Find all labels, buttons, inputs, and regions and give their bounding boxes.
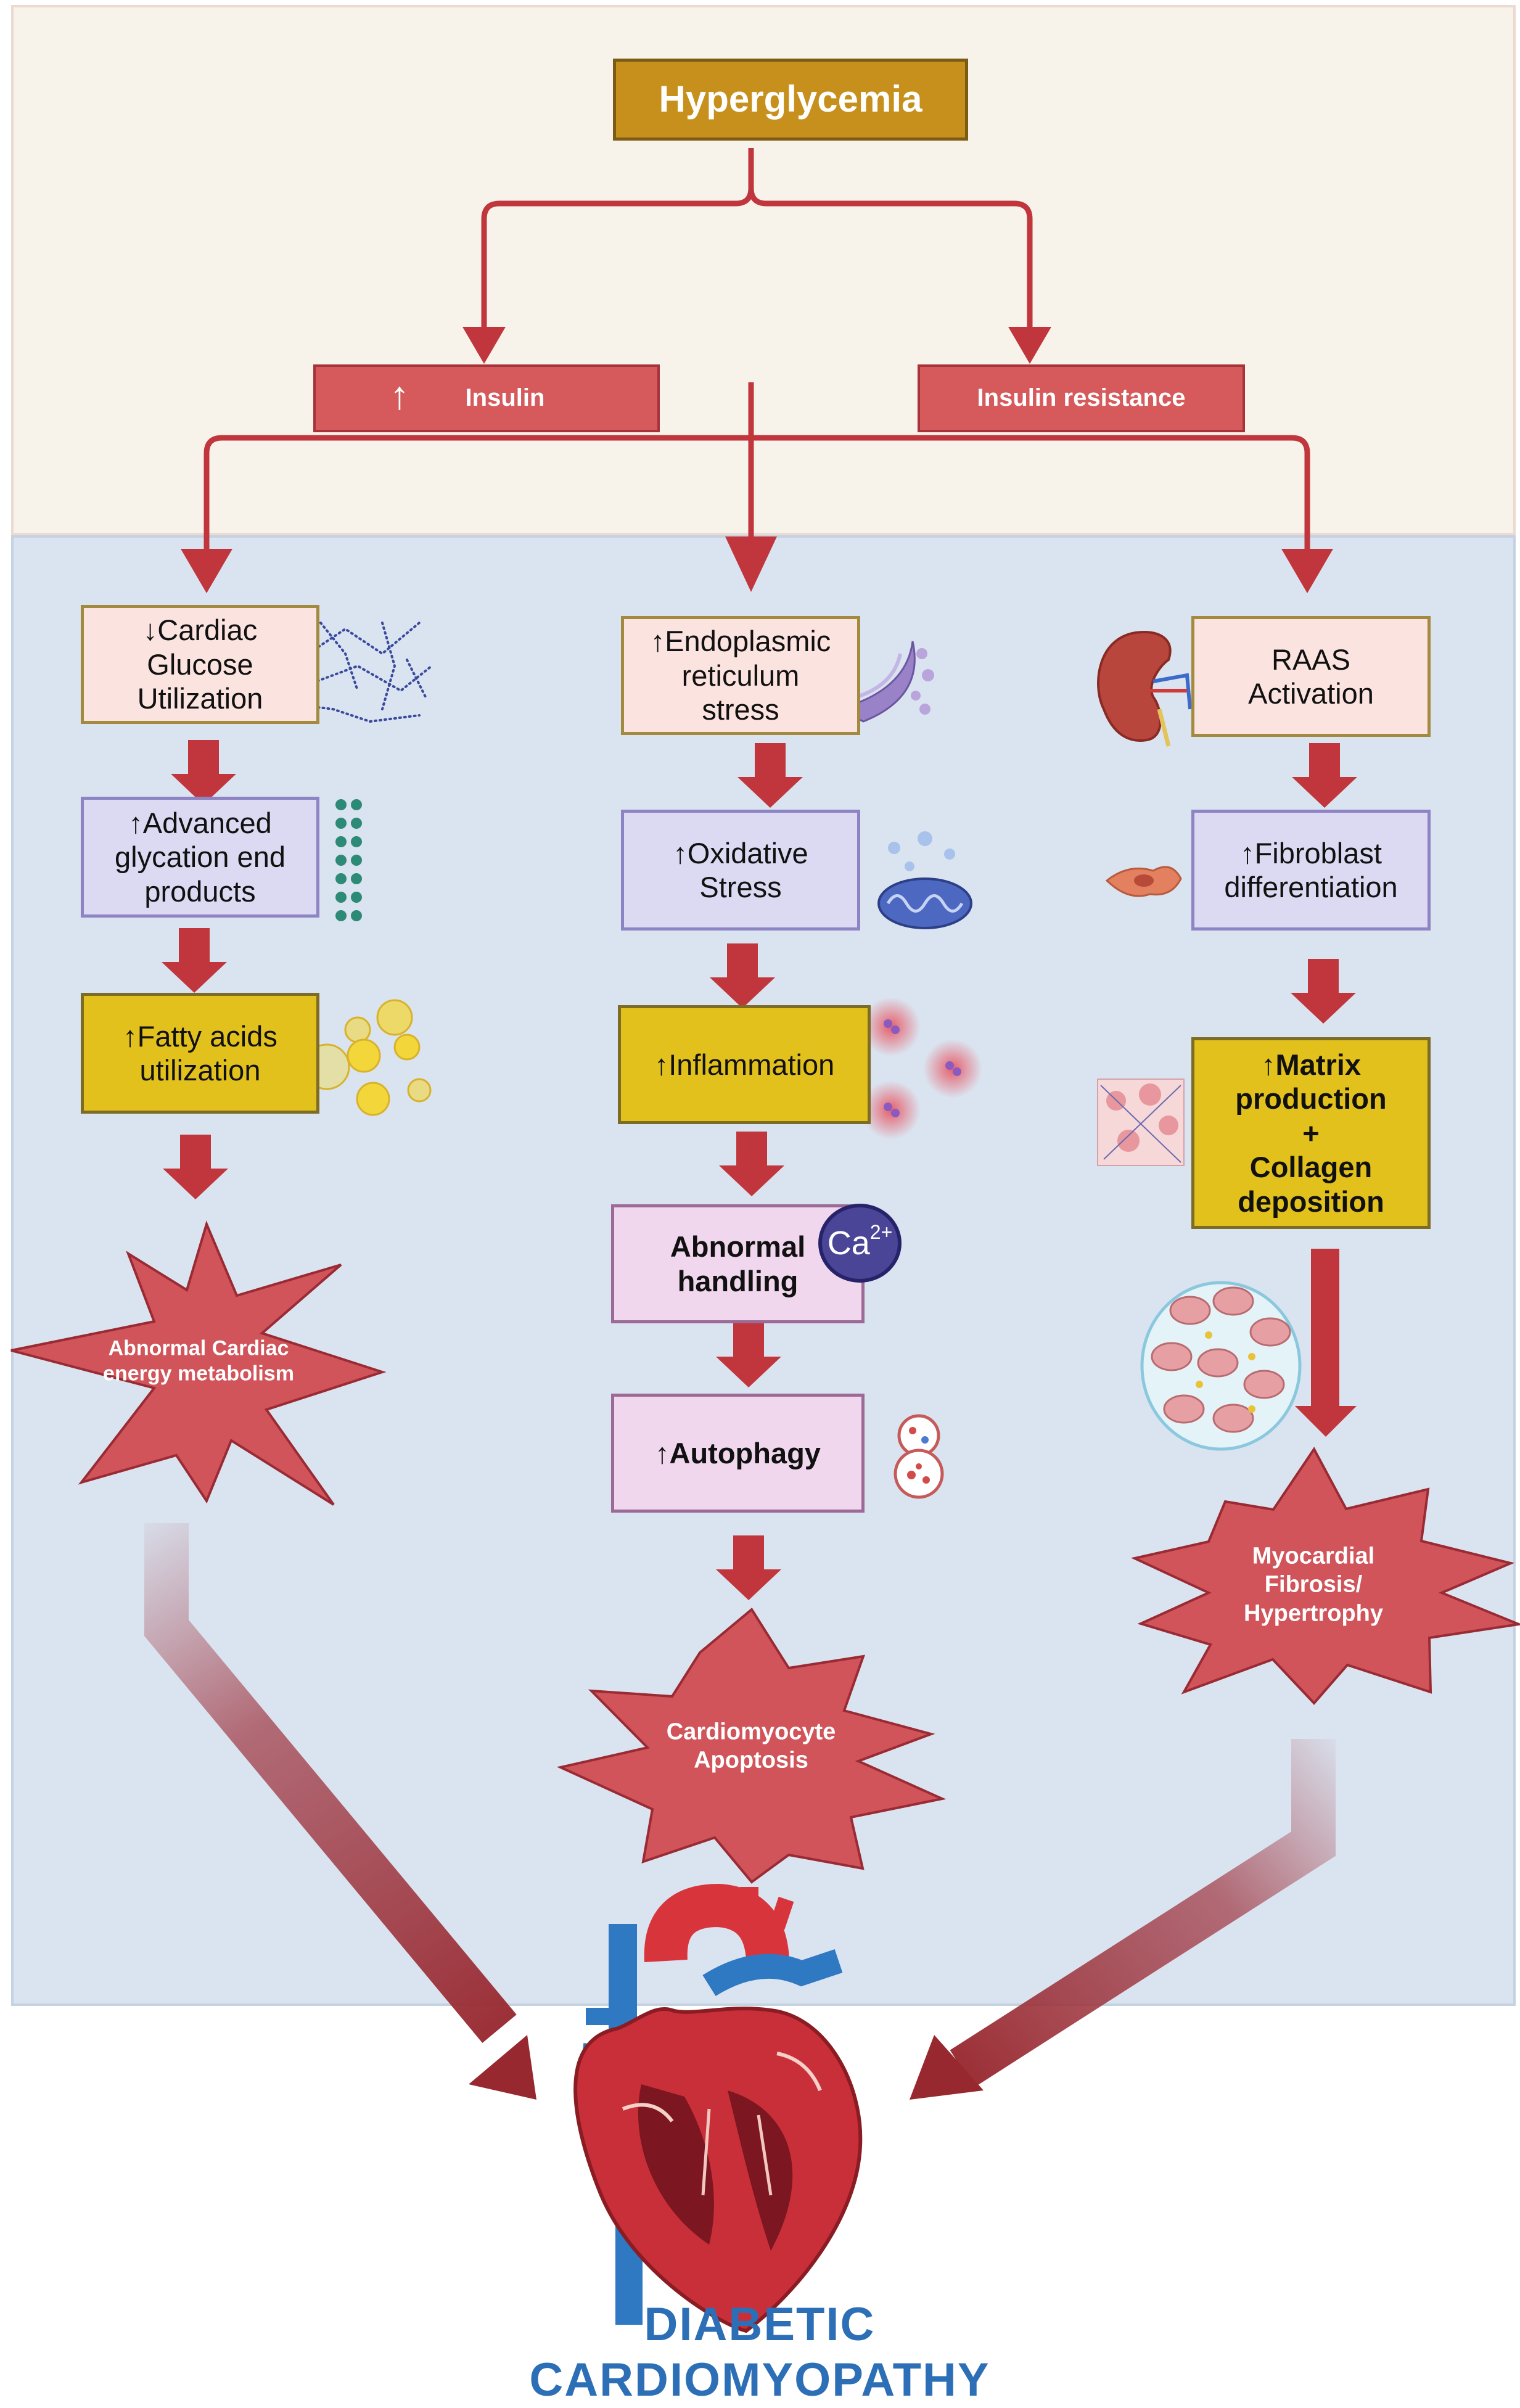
star-middle xyxy=(556,1608,947,1884)
autophagy-label: ↑Autophagy xyxy=(655,1436,821,1469)
matrix-collagen-box: ↑Matrix production + Collagen deposition xyxy=(1191,1037,1431,1229)
insulin-resistance-box: Insulin resistance xyxy=(918,364,1245,432)
raas-label: RAAS Activation xyxy=(1248,643,1374,710)
insulin-box: ↑ Insulin xyxy=(313,364,660,432)
fibrosis-hypertrophy-label: Myocardial Fibrosis/ Hypertrophy xyxy=(1244,1543,1383,1627)
hyperglycemia-branch xyxy=(481,148,1033,336)
arrowhead-insulin-resistance xyxy=(1008,327,1051,364)
insulin-resistance-label: Insulin resistance xyxy=(977,384,1186,412)
fibroblast-label: ↑Fibroblast differentiation xyxy=(1224,836,1398,903)
insulin-label: Insulin xyxy=(465,384,545,412)
arrowhead-insulin xyxy=(462,327,506,364)
star-right xyxy=(1130,1447,1520,1705)
oxidative-stress-box: ↑Oxidative Stress xyxy=(621,810,860,931)
raas-box: RAAS Activation xyxy=(1191,616,1431,737)
apoptosis-label: Cardiomyocyte Apoptosis xyxy=(666,1719,836,1773)
glucose-utilization-label: ↓Cardiac Glucose Utilization xyxy=(137,614,263,715)
fatty-acids-box: ↑Fatty acids utilization xyxy=(81,993,319,1114)
energy-metabolism-label: Abnormal Cardiac energy metabolism xyxy=(103,1336,294,1386)
diagram-title: DIABETIC CARDIOMYOPATHY xyxy=(529,2298,990,2406)
age-chain-icon xyxy=(335,799,362,921)
step-arrows xyxy=(162,740,1357,1600)
age-label: ↑Advanced glycation end products xyxy=(115,806,286,908)
matrix-tissue-icon xyxy=(1097,1079,1185,1166)
calcium-handling-label: Abnormal handling xyxy=(670,1230,806,1297)
fibroblast-icon xyxy=(1105,866,1182,897)
glucose-utilization-box: ↓Cardiac Glucose Utilization xyxy=(81,605,319,724)
calcium-label: Ca xyxy=(827,1225,870,1262)
fibroblast-box: ↑Fibroblast differentiation xyxy=(1191,810,1431,931)
calcium-charge-label: 2+ xyxy=(869,1221,893,1243)
er-stress-label: ↑Endoplasmic reticulum stress xyxy=(650,625,831,726)
autophagy-box: ↑Autophagy xyxy=(611,1394,865,1513)
er-stress-icon xyxy=(836,641,934,723)
hyperglycemia-box: Hyperglycemia xyxy=(613,59,968,141)
insulin-branch xyxy=(203,382,1310,558)
matrix-collagen-label: ↑Matrix production + Collagen deposition xyxy=(1235,1048,1387,1218)
fatty-acids-label: ↑Fatty acids utilization xyxy=(123,1019,277,1087)
arrowhead-right-column xyxy=(1281,549,1333,593)
star-left xyxy=(10,1220,387,1506)
age-box: ↑Advanced glycation end products xyxy=(81,797,319,918)
kidney-icon xyxy=(1097,630,1192,747)
hyperglycemia-label: Hyperglycemia xyxy=(659,78,922,120)
fibrosis-tissue-icon xyxy=(1140,1281,1302,1451)
fatty-droplets-icon xyxy=(303,999,432,1116)
heart-icon xyxy=(573,1883,863,2333)
oxidative-stress-label: ↑Oxidative Stress xyxy=(673,836,808,903)
arrowhead-left-column xyxy=(181,549,232,593)
arrowhead-middle-column xyxy=(725,536,777,592)
autophagosome-icon xyxy=(894,1414,944,1499)
inflammation-box: ↑Inflammation xyxy=(618,1005,871,1124)
calcium-handling-box: Abnormal handling xyxy=(611,1204,865,1323)
inflammation-label: ↑Inflammation xyxy=(654,1048,835,1081)
er-stress-box: ↑Endoplasmic reticulum stress xyxy=(621,616,860,735)
mitochondria-icon xyxy=(877,831,972,929)
inflammation-cells-icon xyxy=(861,997,982,1140)
up-arrow-icon: ↑ xyxy=(390,373,409,417)
outcome-arrows xyxy=(144,1523,1336,2100)
